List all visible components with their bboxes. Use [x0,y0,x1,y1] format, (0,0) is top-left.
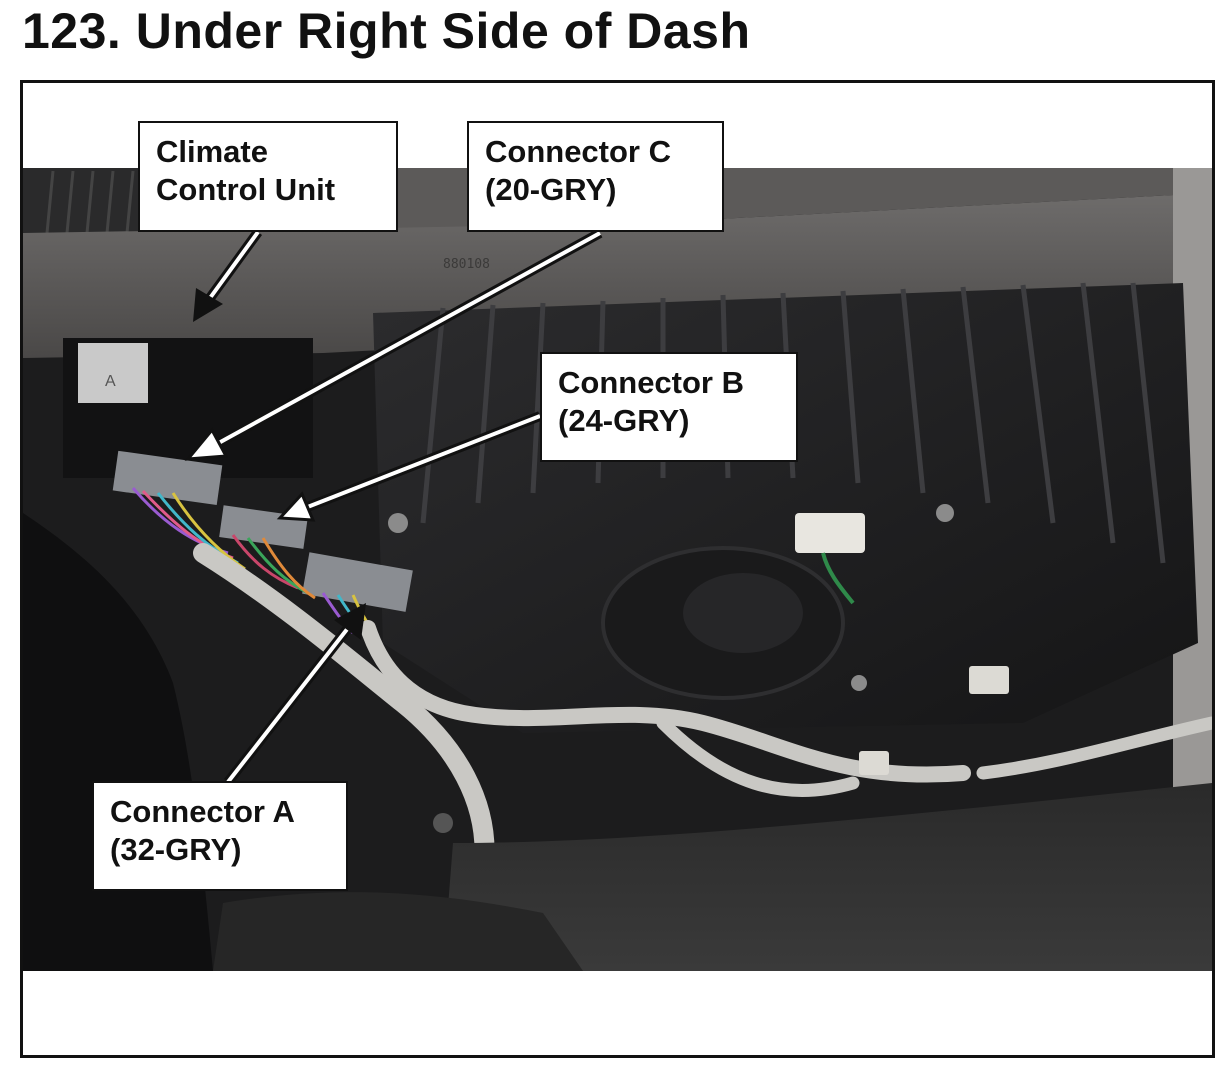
svg-text:880108: 880108 [443,257,490,272]
callout-line: Connector B [558,365,744,400]
page-title: 123. Under Right Side of Dash [22,3,751,59]
callout-line: Connector A [110,794,295,829]
callout-connector-a: Connector A (32-GRY) [92,781,348,891]
white-clip [795,513,865,553]
carpet [443,783,1212,971]
callout-line: (24-GRY) [558,403,690,438]
callout-line: Control Unit [156,172,336,207]
callout-climate-control-unit: Climate Control Unit [138,121,398,232]
callout-connector-c: Connector C (20-GRY) [467,121,724,232]
callout-connector-b: Connector B (24-GRY) [540,352,798,462]
callout-line: Connector C [485,134,671,169]
callout-line: (32-GRY) [110,832,242,867]
callout-line: Climate [156,134,268,169]
module-letter: A [105,373,116,390]
callout-line: (20-GRY) [485,172,617,207]
